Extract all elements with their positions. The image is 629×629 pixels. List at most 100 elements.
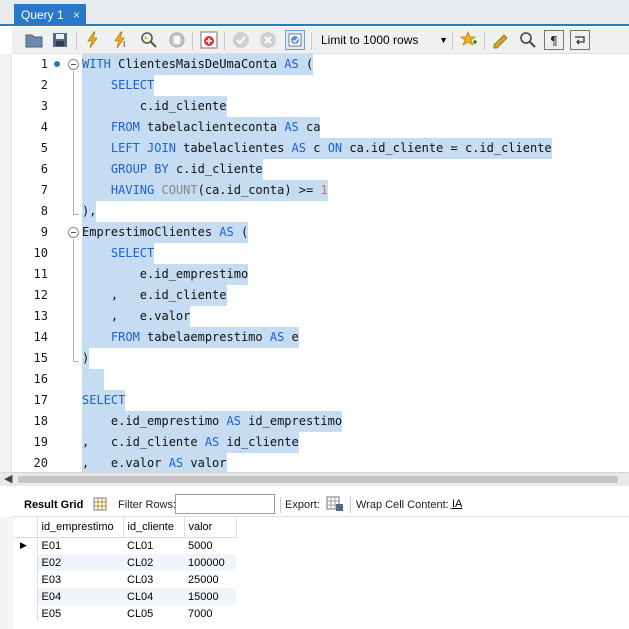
editor-line[interactable]: 3 c.id_cliente — [12, 96, 629, 117]
table-cell[interactable]: 25000 — [188, 573, 219, 586]
table-cell[interactable]: E01 — [41, 539, 62, 552]
editor-line[interactable]: 13 , e.valor — [12, 306, 629, 327]
row-indicator[interactable] — [14, 588, 38, 605]
editor-line[interactable]: 16 — [12, 369, 629, 390]
table-cell[interactable]: CL01 — [127, 539, 154, 552]
table-row[interactable]: ▶E01 CL01 5000 — [14, 537, 236, 554]
code-text[interactable]: , e.valor AS valor — [82, 453, 227, 472]
column-header[interactable]: id_cliente — [123, 517, 185, 538]
filter-rows-input[interactable] — [175, 494, 275, 514]
current-row-arrow-icon[interactable]: ▶ — [14, 537, 38, 554]
table-row[interactable]: E05 CL05 7000 — [14, 605, 236, 622]
wrap-cell-label: Wrap Cell Content: — [356, 499, 449, 511]
result-grid-label[interactable]: Result Grid — [24, 499, 84, 511]
code-text[interactable]: , e.valor — [82, 306, 191, 327]
execute-current-icon[interactable]: I — [111, 30, 131, 50]
code-text[interactable]: , c.id_cliente AS id_cliente — [82, 432, 299, 453]
wrap-cell-icon[interactable]: I̲A — [452, 498, 463, 510]
table-row[interactable]: E03 CL03 25000 — [14, 571, 236, 588]
invisible-chars-icon[interactable]: ¶ — [544, 30, 564, 50]
code-text[interactable]: ), — [82, 201, 97, 222]
editor-line[interactable]: 15) — [12, 348, 629, 369]
table-cell[interactable]: CL02 — [123, 554, 184, 571]
code-text[interactable]: SELECT — [82, 390, 126, 411]
bookmark-icon[interactable] — [459, 30, 479, 50]
editor-line[interactable]: 6 GROUP BY c.id_cliente — [12, 159, 629, 180]
close-tab-icon[interactable]: × — [72, 8, 80, 22]
editor-line[interactable]: 10 SELECT — [12, 243, 629, 264]
code-text[interactable] — [82, 369, 104, 390]
rollback-icon[interactable] — [258, 30, 278, 50]
stop-icon[interactable] — [167, 30, 187, 50]
fold-toggle-icon[interactable] — [68, 227, 79, 238]
column-header[interactable]: valor — [184, 517, 237, 538]
limit-rows-select[interactable]: Limit to 1000 rows ▼ — [317, 31, 450, 50]
toggle-output-icon[interactable] — [199, 30, 219, 50]
code-text[interactable]: WITH ClientesMaisDeUmaConta AS ( — [82, 54, 314, 75]
editor-line[interactable]: 20, e.valor AS valor — [12, 453, 629, 472]
table-cell[interactable]: E05 — [41, 607, 62, 620]
code-text[interactable]: GROUP BY c.id_cliente — [82, 159, 263, 180]
scrollbar-thumb[interactable] — [18, 476, 618, 483]
row-indicator[interactable] — [14, 605, 38, 622]
code-text[interactable]: ) — [82, 348, 90, 369]
table-cell[interactable]: 5000 — [188, 539, 213, 552]
beautify-icon[interactable] — [491, 30, 511, 50]
wrap-icon[interactable] — [570, 30, 590, 50]
table-cell[interactable]: CL03 — [127, 573, 154, 586]
code-text[interactable]: e.id_emprestimo AS id_emprestimo — [82, 411, 343, 432]
horizontal-scrollbar[interactable]: ◀ — [0, 472, 629, 486]
open-folder-icon[interactable] — [24, 30, 44, 50]
line-number: 3 — [40, 99, 48, 113]
row-indicator[interactable] — [14, 571, 38, 588]
editor-line[interactable]: 7 HAVING COUNT(ca.id_conta) >= 1 — [12, 180, 629, 201]
execute-icon[interactable] — [83, 30, 103, 50]
code-text[interactable]: FROM tabelaemprestimo AS e — [82, 327, 299, 348]
scroll-left-icon[interactable]: ◀ — [4, 473, 13, 485]
editor-line[interactable]: 4 FROM tabelaclienteconta AS ca — [12, 117, 629, 138]
table-cell[interactable]: CL05 — [127, 607, 154, 620]
table-cell[interactable]: CL04 — [123, 588, 184, 605]
code-text[interactable]: HAVING COUNT(ca.id_conta) >= 1 — [82, 180, 328, 201]
table-cell[interactable]: E03 — [41, 573, 62, 586]
code-text[interactable]: FROM tabelaclienteconta AS ca — [82, 117, 321, 138]
code-text[interactable]: c.id_cliente — [82, 96, 227, 117]
table-cell[interactable]: 7000 — [188, 607, 213, 620]
table-cell[interactable]: 100000 — [184, 554, 236, 571]
save-icon[interactable] — [50, 30, 70, 50]
export-icon[interactable] — [326, 496, 344, 515]
find-icon[interactable] — [518, 30, 538, 50]
fold-toggle-icon[interactable] — [68, 59, 79, 70]
table-cell[interactable]: 15000 — [184, 588, 236, 605]
code-text[interactable]: , e.id_cliente — [82, 285, 227, 306]
editor-line[interactable]: 18 e.id_emprestimo AS id_emprestimo — [12, 411, 629, 432]
code-text[interactable]: e.id_emprestimo — [82, 264, 249, 285]
editor-line[interactable]: 19, c.id_cliente AS id_cliente — [12, 432, 629, 453]
editor-line[interactable]: 14 FROM tabelaemprestimo AS e — [12, 327, 629, 348]
column-header[interactable]: id_emprestimo — [37, 517, 124, 538]
explain-icon[interactable] — [139, 30, 159, 50]
grid-icon[interactable] — [93, 497, 107, 514]
code-text[interactable]: EmprestimoClientes AS ( — [82, 222, 249, 243]
result-grid[interactable]: id_emprestimo id_cliente valor ▶E01 CL01 5… — [14, 517, 314, 622]
editor-line[interactable]: 2 SELECT — [12, 75, 629, 96]
editor-line[interactable]: 12 , e.id_cliente — [12, 285, 629, 306]
tab-query-1[interactable]: Query 1 × — [14, 4, 86, 26]
table-cell[interactable]: E04 — [37, 588, 123, 605]
editor-line[interactable]: 8), — [12, 201, 629, 222]
editor-line[interactable]: 11 e.id_emprestimo — [12, 264, 629, 285]
row-indicator[interactable] — [14, 554, 38, 571]
autocommit-icon[interactable] — [285, 30, 305, 50]
editor-line[interactable]: 5 LEFT JOIN tabelaclientes AS c ON ca.id… — [12, 138, 629, 159]
table-cell[interactable]: E02 — [37, 554, 123, 571]
code-text[interactable]: SELECT — [82, 243, 155, 264]
code-text[interactable]: LEFT JOIN tabelaclientes AS c ON ca.id_c… — [82, 138, 552, 159]
code-text[interactable]: SELECT — [82, 75, 155, 96]
commit-icon[interactable] — [231, 30, 251, 50]
